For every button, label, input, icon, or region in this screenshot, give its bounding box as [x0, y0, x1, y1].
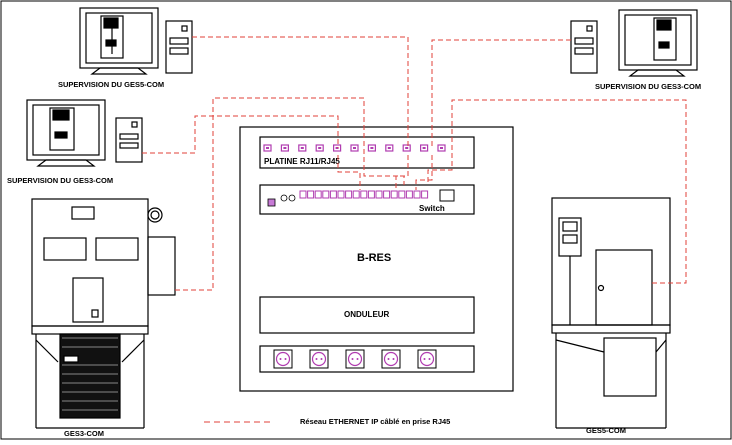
switch-port — [413, 190, 421, 199]
switch-led-1 — [280, 194, 288, 202]
label-switch: Switch — [419, 204, 445, 213]
outlet-pin — [392, 358, 395, 360]
tower-top-left — [165, 20, 193, 74]
switch-port — [337, 190, 345, 199]
workstation-top-right — [570, 9, 698, 77]
switch-port — [375, 190, 383, 199]
rack-bres — [239, 126, 514, 392]
outlet-socket — [383, 351, 399, 367]
cable-top-right — [431, 39, 571, 148]
cabinet-ges3-grille — [62, 337, 118, 411]
switch-port — [352, 190, 360, 199]
switch-port — [307, 190, 315, 199]
outlet-pin — [387, 358, 390, 360]
switch-port — [314, 190, 322, 199]
outlet-frame — [381, 349, 401, 369]
platine-port-pin — [300, 147, 304, 149]
platine-port-pin — [266, 147, 269, 149]
patch-link-3 — [415, 155, 433, 190]
tower-middle-left — [115, 117, 143, 163]
platine-port-pin — [387, 147, 391, 149]
switch-panel — [259, 184, 475, 215]
outlet-pin — [356, 358, 359, 360]
outlet-pin — [284, 358, 287, 360]
switch-port — [398, 190, 406, 199]
platine-port-pin — [318, 147, 322, 149]
outlet-pin — [320, 358, 323, 360]
onduleur-box — [259, 296, 475, 334]
switch-port — [421, 190, 429, 199]
patch-link-1 — [337, 155, 361, 190]
switch-port — [405, 190, 413, 199]
outlet-frame — [273, 349, 293, 369]
label-ges3: GES3-COM — [64, 429, 104, 438]
outlet-socket — [275, 351, 291, 367]
legend-text: Réseau ETHERNET IP câblé en prise RJ45 — [300, 417, 450, 426]
outlet-socket — [419, 351, 435, 367]
cable-top-left — [192, 36, 409, 148]
label-onduleur: ONDULEUR — [344, 310, 390, 319]
switch-port — [329, 190, 337, 199]
switch-led-2 — [288, 194, 296, 202]
switch-port — [360, 190, 368, 199]
switch-ports — [299, 190, 429, 199]
switch-port — [345, 190, 353, 199]
platine-panel — [259, 136, 475, 169]
platine-ports — [263, 144, 446, 152]
label-bres: B-RES — [357, 252, 391, 264]
switch-port — [367, 190, 375, 199]
platine-port-pin — [335, 147, 339, 149]
outlet-socket — [347, 351, 363, 367]
platine-port-pin — [370, 147, 374, 149]
workstation-top-left — [79, 7, 193, 75]
power-strip — [259, 345, 475, 373]
label-ges5: GES5-COM — [586, 426, 626, 435]
outlet-pin — [423, 358, 426, 360]
label-supervision-middle-left: SUPERVISION DU GES3-COM — [7, 176, 113, 185]
outlet-socket — [311, 351, 327, 367]
network-cables — [142, 36, 687, 291]
platine-port-pin — [283, 147, 287, 149]
cable-ges5 — [427, 99, 687, 284]
label-platine: PLATINE RJ11/RJ45 — [264, 157, 340, 166]
cabinet-ges5 — [551, 197, 671, 429]
outlet-pin — [428, 358, 431, 360]
switch-port — [383, 190, 391, 199]
outlet-pin — [315, 358, 318, 360]
tower-top-right — [570, 20, 598, 74]
platine-port-pin — [405, 147, 409, 149]
power-outlets — [273, 349, 437, 369]
switch-port — [322, 190, 330, 199]
cable-middle-left — [142, 115, 339, 154]
outlet-pin — [279, 358, 282, 360]
outlet-frame — [309, 349, 329, 369]
outlet-frame — [345, 349, 365, 369]
switch-port — [299, 190, 307, 199]
cabinet-ges3 — [31, 198, 176, 429]
label-supervision-top-right: SUPERVISION DU GES3-COM — [595, 82, 701, 91]
platine-port-pin — [353, 147, 356, 149]
switch-port — [390, 190, 398, 199]
switch-uplink-port — [439, 189, 455, 202]
patch-link-2 — [395, 155, 409, 190]
switch-power-indicator — [267, 198, 276, 207]
platine-port-pin — [422, 147, 426, 149]
platine-port-pin — [440, 147, 443, 149]
outlet-frame — [417, 349, 437, 369]
workstation-middle-left — [26, 99, 143, 167]
outlet-pin — [351, 358, 354, 360]
label-supervision-top-left: SUPERVISION DU GES5-COM — [58, 80, 164, 89]
